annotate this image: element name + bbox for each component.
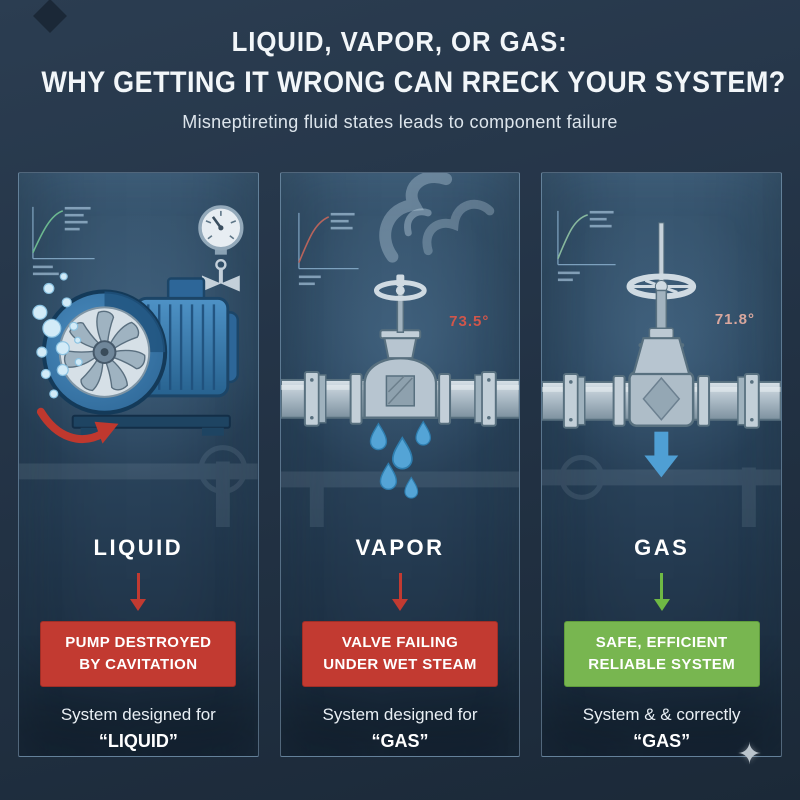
mini-chart-icon — [32, 206, 95, 276]
sparkle-icon: ✦ — [736, 738, 762, 771]
gate-valve-illustration: 71.8° — [542, 173, 782, 528]
down-arrow-icon — [392, 573, 408, 612]
impeller — [63, 310, 146, 392]
caption: System designed for “LIQUID” — [61, 702, 216, 756]
mini-chart-icon — [557, 210, 616, 282]
status-badge: SAFE, EFFICIENT RELIABLE SYSTEM — [563, 621, 760, 687]
state-label: LIQUID — [93, 535, 184, 561]
down-arrow-icon — [653, 573, 670, 612]
status-badge: VALVE FAILING UNDER WET STEAM — [302, 621, 498, 687]
pump-cavitation-illustration — [19, 173, 258, 528]
pump-scene — [19, 205, 258, 528]
temperature-label: 73.5° — [449, 313, 490, 330]
gate-valve — [626, 222, 697, 339]
gauge-icon — [198, 205, 244, 255]
badge-line: BY CAVITATION — [79, 656, 198, 674]
caption: System designed for “GAS” — [323, 702, 478, 756]
background-machinery — [19, 445, 258, 528]
droplets-icon — [369, 420, 431, 499]
caption-line: System & & correctly — [582, 704, 741, 724]
temperature-label: 71.8° — [714, 311, 756, 328]
flow-arrow-icon — [644, 431, 679, 478]
state-label: GAS — [634, 535, 690, 561]
panel-gas: 71.8° — [541, 172, 783, 757]
caption-quote: “GAS” — [633, 731, 691, 752]
valve-scene — [280, 173, 520, 528]
background-machinery — [280, 471, 520, 528]
valve-symbol-icon — [201, 258, 240, 292]
gate-valve-body — [628, 337, 695, 427]
state-label: VAPOR — [355, 535, 445, 561]
badge-line: RELIABLE SYSTEM — [588, 656, 736, 674]
cavitation-bubbles-icon — [32, 272, 83, 399]
panel-row: LIQUID PUMP DESTROYED BY CAVITATION Syst… — [18, 172, 783, 757]
panel-liquid: LIQUID PUMP DESTROYED BY CAVITATION Syst… — [18, 172, 259, 757]
page-title-line1: LIQUID, VAPOR, OR GAS: — [231, 26, 569, 57]
panel-vapor: 73.5° — [279, 172, 521, 757]
caption-quote: “LIQUID” — [98, 731, 178, 752]
steam-icon — [378, 173, 494, 263]
caption-line: System designed for — [322, 704, 478, 724]
badge-line: UNDER WET STEAM — [323, 656, 477, 674]
page-title-line2: WHY GETTING IT WRONG CAN RRECK YOUR SYST… — [41, 66, 786, 99]
down-arrow-icon — [130, 573, 147, 612]
badge-line: VALVE FAILING — [341, 634, 459, 652]
badge-line: SAFE, EFFICIENT — [595, 634, 728, 652]
wet-steam-valve-illustration: 73.5° — [280, 173, 520, 528]
gate-valve-scene — [542, 210, 782, 528]
page-subtitle: Misneptireting fluid states leads to com… — [182, 112, 618, 132]
cavitation-arrow-icon — [36, 407, 119, 444]
badge-line: PUMP DESTROYED — [65, 634, 212, 652]
header: LIQUID, VAPOR, OR GAS: WHY GETTING IT WR… — [0, 26, 800, 133]
caption-quote: “GAS” — [371, 731, 429, 752]
globe-valve — [362, 274, 438, 419]
caption: System & & correctly “GAS” — [583, 702, 741, 756]
caption-line: System designed for — [60, 704, 216, 724]
mini-chart-icon — [297, 212, 359, 286]
status-badge: PUMP DESTROYED BY CAVITATION — [40, 621, 237, 687]
